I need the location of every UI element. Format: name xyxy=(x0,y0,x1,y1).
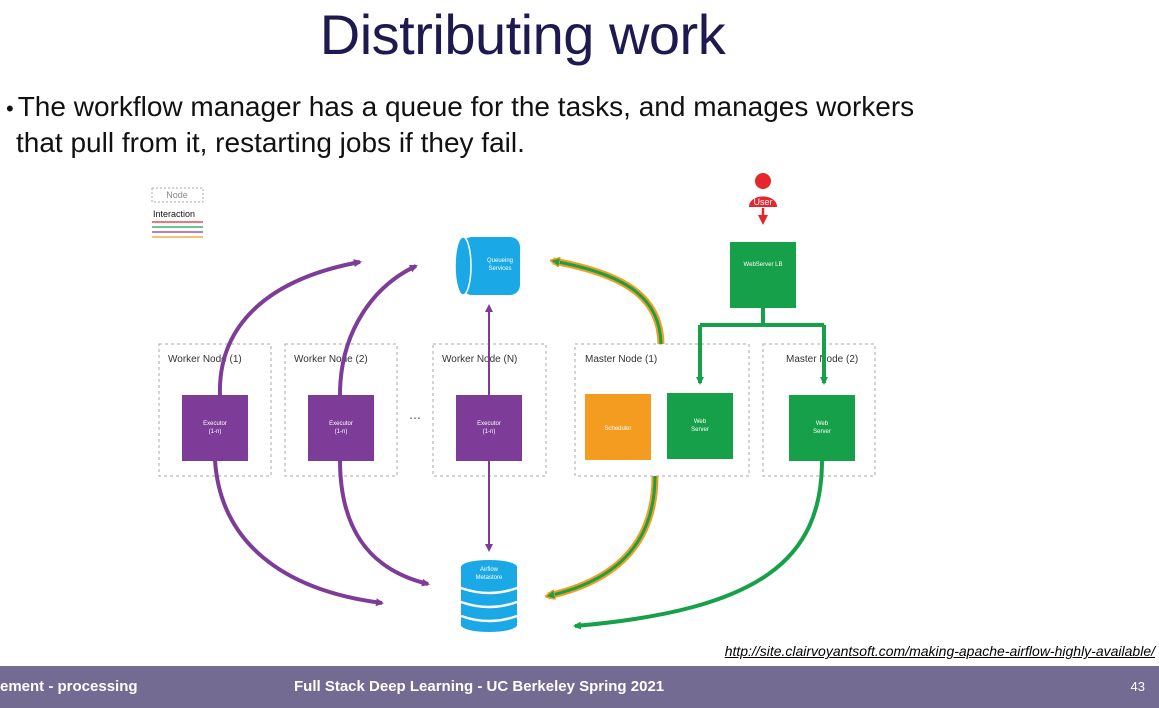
worker-node-1-title: Worker Node (1) xyxy=(168,354,242,365)
user-label: User xyxy=(753,197,772,207)
worker-node-n-title: Worker Node (N) xyxy=(442,354,517,365)
purple-interactions xyxy=(213,259,430,607)
svg-text:(1-n): (1-n) xyxy=(209,429,222,435)
master-node-1-title: Master Node (1) xyxy=(585,354,657,365)
queueing-services: Queueing Services xyxy=(454,236,520,296)
master-node-1 xyxy=(574,343,750,477)
svg-text:Airflow: Airflow xyxy=(480,567,499,573)
svg-text:WebServer LB: WebServer LB xyxy=(744,262,783,268)
web-server-1: Web Server xyxy=(667,393,733,459)
page-number: 43 xyxy=(1130,679,1145,694)
legend-interaction-label: Interaction xyxy=(153,209,195,219)
svg-text:Server: Server xyxy=(691,427,709,433)
webserver-2-to-metastore xyxy=(573,459,824,630)
worker-node-2-title: Worker Node (2) xyxy=(294,354,368,365)
source-link[interactable]: http://site.clairvoyantsoft.com/making-a… xyxy=(724,643,1155,659)
ellipsis: ... xyxy=(409,406,421,422)
legend: Node Interaction xyxy=(151,187,204,238)
footer-bar: ement - processing Full Stack Deep Learn… xyxy=(0,666,1159,708)
svg-text:Queueing: Queueing xyxy=(487,258,513,264)
svg-text:Executor: Executor xyxy=(329,421,353,427)
bullet-dot: • xyxy=(6,96,14,121)
bullet-text: •The workflow manager has a queue for th… xyxy=(6,90,1106,160)
airflow-metastore-icon: Airflow Metastore xyxy=(460,560,518,632)
legend-node-label: Node xyxy=(166,190,188,200)
executor-1: Executor (1-n) xyxy=(182,395,248,461)
architecture-diagram: Node Interaction Worker Node (1) Worker … xyxy=(151,173,876,632)
footer-course-label: Full Stack Deep Learning - UC Berkeley S… xyxy=(294,678,665,695)
svg-text:Web: Web xyxy=(816,421,829,427)
bullet-line-1: The workflow manager has a queue for the… xyxy=(17,91,915,122)
bullet-line-2: that pull from it, restarting jobs if th… xyxy=(16,127,525,158)
scheduler-interactions xyxy=(548,261,665,596)
master-node-2 xyxy=(762,343,876,477)
webserver-lb: WebServer LB xyxy=(730,242,796,308)
svg-text:Metastore: Metastore xyxy=(476,575,503,581)
svg-text:Services: Services xyxy=(488,266,511,272)
footer-section-label: ement - processing xyxy=(0,678,138,695)
svg-text:(1-n): (1-n) xyxy=(483,429,496,435)
executor-2: Executor (1-n) xyxy=(308,395,374,461)
slide-title: Distributing work xyxy=(319,3,726,66)
web-server-2: Web Server xyxy=(789,395,855,461)
svg-text:Server: Server xyxy=(813,429,831,435)
legend-node-box xyxy=(151,187,204,203)
svg-text:Executor: Executor xyxy=(203,421,227,427)
svg-text:(1-n): (1-n) xyxy=(335,429,348,435)
lb-branches xyxy=(696,308,828,385)
svg-text:Web: Web xyxy=(694,419,707,425)
scheduler-box: Scheduler xyxy=(585,394,651,460)
executor-n: Executor (1-n) xyxy=(456,395,522,461)
svg-text:Scheduler: Scheduler xyxy=(604,426,631,432)
user-icon: User xyxy=(749,173,777,225)
svg-text:Executor: Executor xyxy=(477,421,501,427)
